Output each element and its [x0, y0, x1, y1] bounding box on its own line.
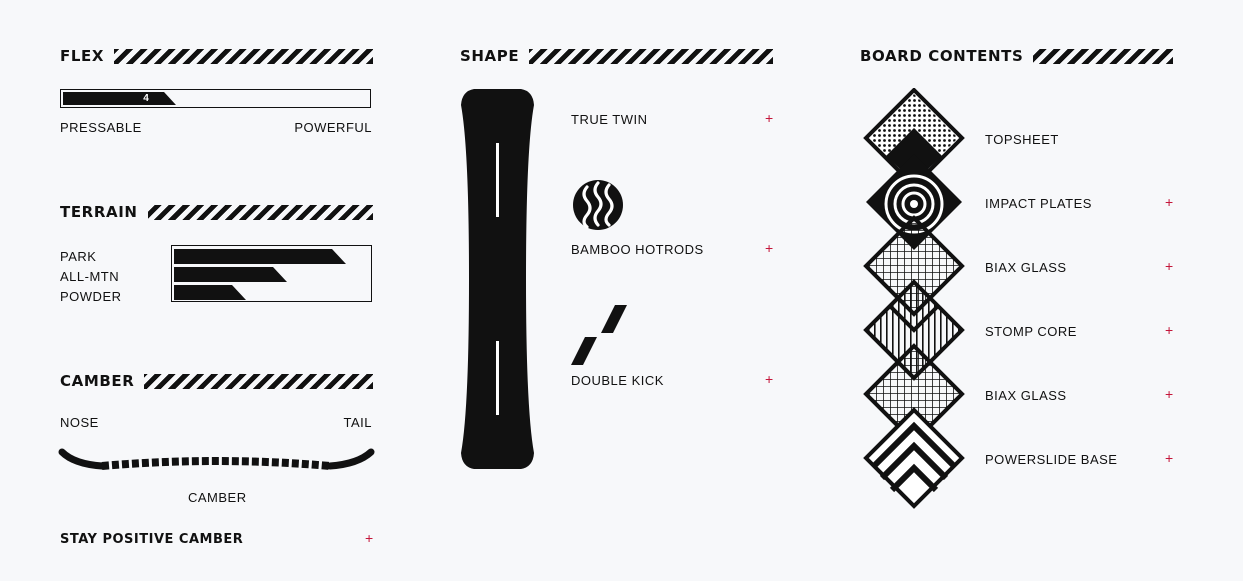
camber-profile-label: CAMBER: [188, 490, 247, 505]
shape-heading: SHAPE: [460, 46, 773, 66]
board-contents-title: BOARD CONTENTS: [860, 47, 1024, 65]
layer-stomp-core-more-button[interactable]: +: [1165, 322, 1174, 338]
camber-tail-label: TAIL: [343, 415, 372, 430]
shape-label-bamboo-hotrods: BAMBOO HOTRODS: [571, 242, 704, 257]
terrain-heading: TERRAIN: [60, 202, 373, 222]
flex-heading: FLEX: [60, 46, 373, 66]
camber-title: CAMBER: [60, 372, 135, 390]
heading-stripes: [147, 204, 373, 220]
flex-meter: 4: [60, 89, 371, 108]
bamboo-hotrods-icon: [573, 180, 623, 230]
camber-profile-icon: [58, 448, 375, 470]
shape-label-double-kick: DOUBLE KICK: [571, 373, 664, 388]
layer-powerslide-base-more-button[interactable]: +: [1165, 450, 1174, 466]
terrain-meter: [171, 245, 372, 302]
layer-label-biax-glass-2: BIAX GLASS: [985, 388, 1067, 403]
shape-title: SHAPE: [460, 47, 520, 65]
board-layers-stack: [863, 88, 965, 509]
heading-stripes: [144, 373, 373, 389]
flex-title: FLEX: [60, 47, 105, 65]
layer-biax-glass-2-more-button[interactable]: +: [1165, 386, 1174, 402]
terrain-bar-park: [174, 249, 346, 264]
heading-stripes: [529, 48, 773, 64]
camber-tech-name: STAY POSITIVE CAMBER: [60, 532, 244, 547]
flex-value: 4: [143, 93, 149, 104]
layer-label-stomp-core: STOMP CORE: [985, 324, 1077, 339]
flex-meter-fill: 4: [63, 92, 176, 105]
layer-biax-glass-more-button[interactable]: +: [1165, 258, 1174, 274]
layer-label-biax-glass: BIAX GLASS: [985, 260, 1067, 275]
stomp-core-layer-icon: [863, 279, 965, 381]
snowboard-shape-icon: [461, 89, 534, 469]
shape-label-true-twin: TRUE TWIN: [571, 112, 648, 127]
layer-label-impact-plates: IMPACT PLATES: [985, 196, 1092, 211]
layer-label-topsheet: TOPSHEET: [985, 132, 1059, 147]
layer-label-powerslide-base: POWERSLIDE BASE: [985, 452, 1118, 467]
layer-impact-plates-more-button[interactable]: +: [1165, 194, 1174, 210]
shape-double-kick-more-button[interactable]: +: [765, 371, 774, 387]
terrain-label-all-mtn: ALL-MTN: [60, 269, 120, 284]
terrain-bar-all-mtn: [174, 267, 287, 282]
terrain-label-park: PARK: [60, 249, 97, 264]
double-kick-icon: [571, 305, 627, 365]
terrain-label-powder: POWDER: [60, 289, 122, 304]
heading-stripes: [1033, 48, 1173, 64]
powerslide-base-layer-icon: [863, 407, 965, 509]
camber-nose-label: NOSE: [60, 415, 99, 430]
heading-stripes: [114, 48, 373, 64]
camber-more-button[interactable]: +: [365, 530, 374, 546]
terrain-title: TERRAIN: [60, 203, 138, 221]
camber-heading: CAMBER: [60, 371, 373, 391]
shape-bamboo-hotrods-more-button[interactable]: +: [765, 240, 774, 256]
flex-max-label: POWERFUL: [294, 120, 372, 135]
shape-true-twin-more-button[interactable]: +: [765, 110, 774, 126]
board-contents-heading: BOARD CONTENTS: [860, 46, 1173, 66]
terrain-bar-powder: [174, 285, 246, 300]
flex-min-label: PRESSABLE: [60, 120, 142, 135]
